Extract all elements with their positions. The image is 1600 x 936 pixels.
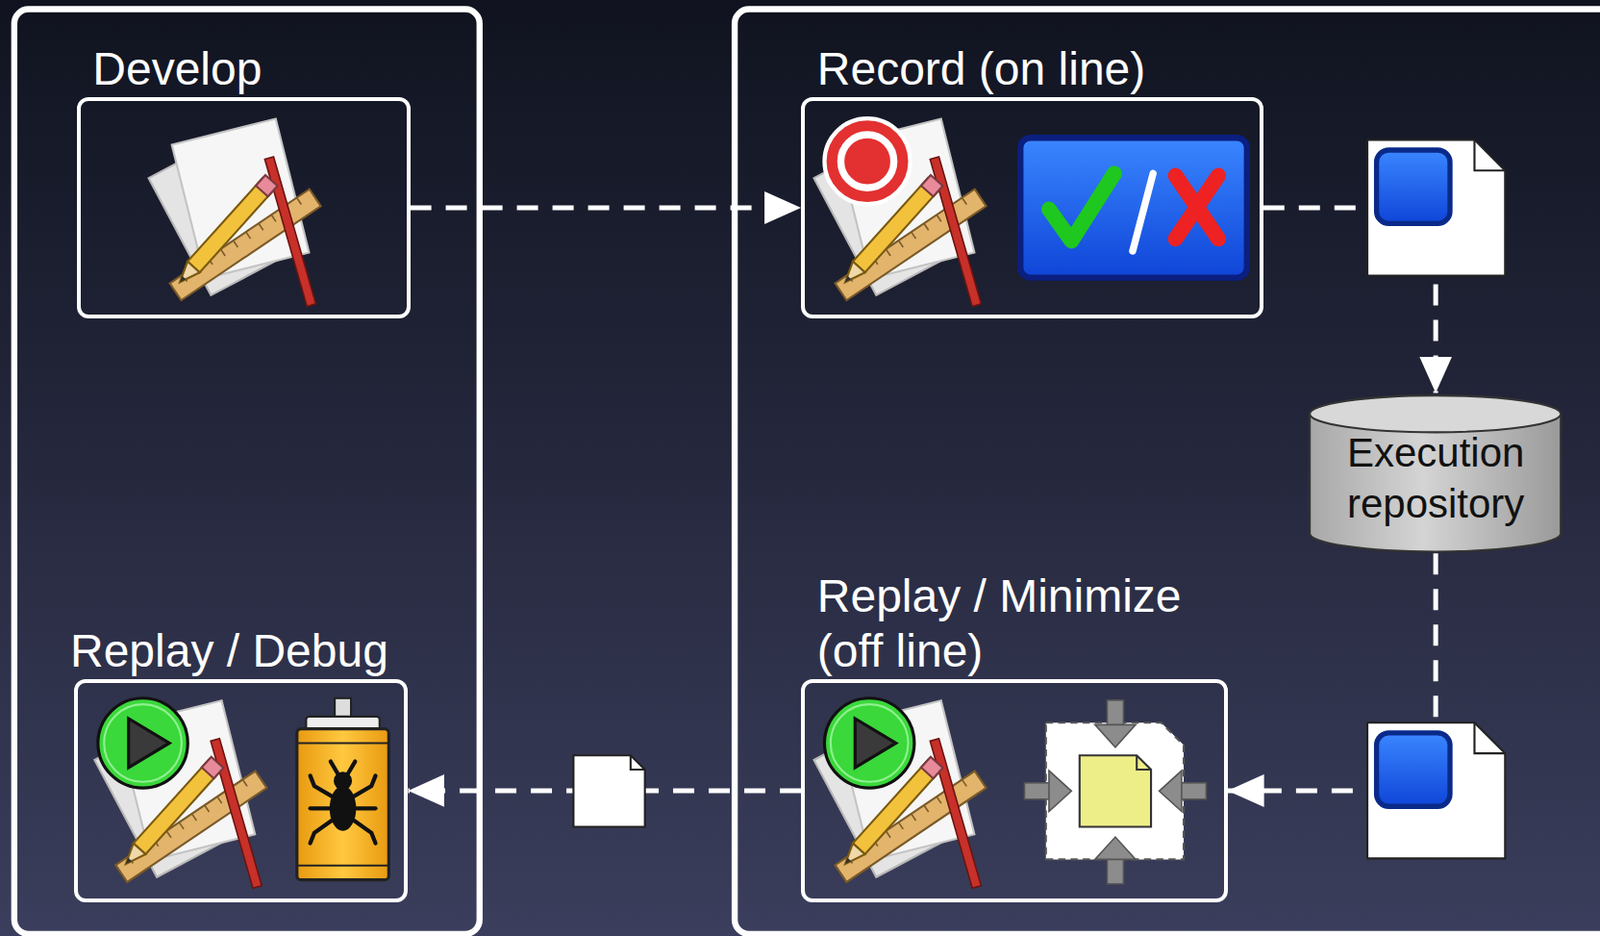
left-panel bbox=[14, 9, 480, 934]
node-heading: Record (on line) bbox=[817, 41, 1146, 98]
record-symbol bbox=[824, 118, 910, 204]
execution-file bbox=[1367, 139, 1505, 275]
node-heading: Replay / Minimize (off line) bbox=[817, 568, 1245, 679]
node-heading: Replay / Debug bbox=[70, 623, 389, 679]
process-box: Develop bbox=[76, 97, 411, 319]
bug-spray-can bbox=[297, 698, 390, 880]
minimize-symbol bbox=[1024, 700, 1206, 884]
play-symbol bbox=[98, 698, 188, 788]
minimized-file bbox=[573, 754, 645, 826]
process-box: Replay / Debug bbox=[74, 678, 408, 902]
play-symbol bbox=[824, 698, 914, 788]
app-icon bbox=[149, 119, 322, 307]
right-panel bbox=[734, 9, 1600, 934]
app-icon bbox=[814, 119, 987, 307]
dashed-arrow bbox=[410, 204, 801, 210]
process-box: Record (on line) bbox=[800, 97, 1264, 319]
file-fold bbox=[630, 754, 646, 770]
pass-fail-panel bbox=[1020, 137, 1248, 277]
node-label: Execution repository bbox=[1307, 427, 1563, 529]
process-box: Replay / Minimize (off line) bbox=[800, 678, 1228, 902]
node-heading: Develop bbox=[92, 41, 262, 98]
database-cylinder: Execution repository bbox=[1307, 393, 1563, 554]
execution-file bbox=[1367, 722, 1505, 858]
